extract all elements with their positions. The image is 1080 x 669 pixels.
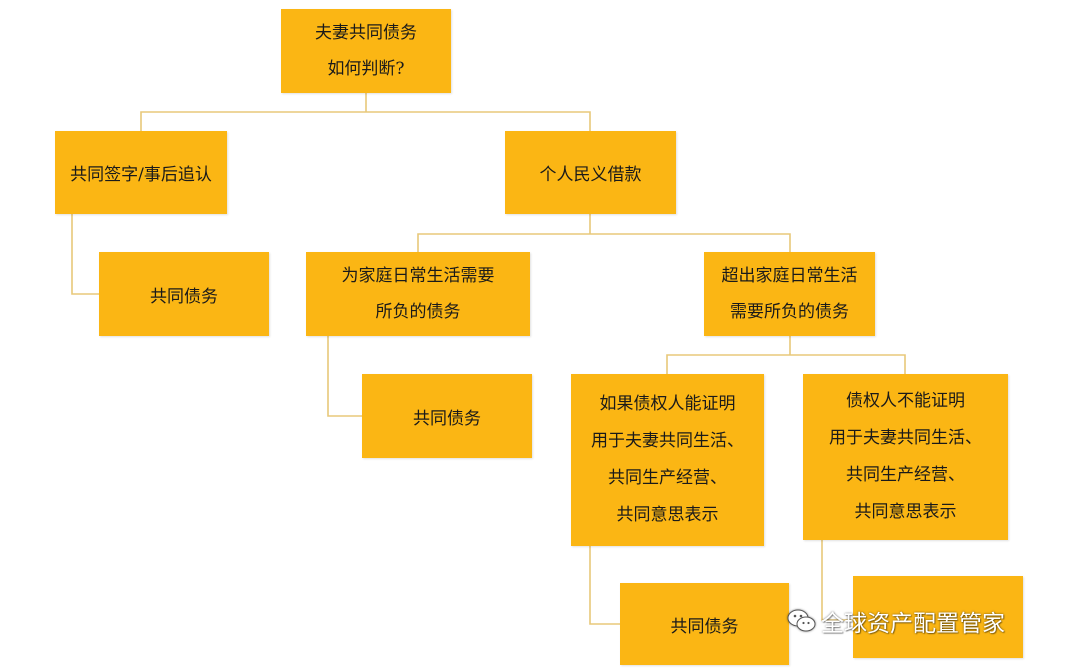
node-daily-needs-line-2: 所负的债务 — [375, 302, 461, 322]
node-joint-debt-3-label: 共同债务 — [670, 616, 739, 637]
node-creditor-can-prove-line-4: 共同意思表示 — [616, 505, 719, 525]
node-creditor-can-prove-line-3: 共同生产经营、 — [608, 468, 727, 488]
connector-loan-level2 — [417, 233, 791, 252]
node-creditor-can-prove-line-2: 用于夫妻共同生活、 — [591, 431, 744, 451]
node-creditor-cannot-prove-line-3: 共同生产经营、 — [846, 465, 965, 485]
node-root-line-2: 如何判断? — [327, 59, 405, 79]
node-joint-debt-1: 共同债务 — [99, 252, 269, 336]
connector-prove-to-debt — [589, 546, 620, 625]
node-creditor-can-prove-line-1: 如果债权人能证明 — [599, 394, 736, 414]
node-daily-needs-line-1: 为家庭日常生活需要 — [341, 266, 495, 286]
node-creditor-cannot-prove-line-2: 用于夫妻共同生活、 — [829, 428, 982, 448]
node-joint-signature: 共同签字/事后追认 — [55, 131, 227, 214]
node-joint-debt-2: 共同债务 — [362, 374, 532, 458]
node-joint-signature-label: 共同签字/事后追认 — [70, 165, 212, 185]
watermark-text: 全球资产配置管家 — [821, 611, 1005, 637]
node-creditor-cannot-prove-line-4: 共同意思表示 — [854, 502, 957, 522]
node-creditor-cannot-prove: 债权人不能证明 用于夫妻共同生活、 共同生产经营、 共同意思表示 — [803, 374, 1008, 540]
node-joint-debt-3: 共同债务 — [620, 583, 789, 665]
node-result-hidden — [853, 576, 1023, 658]
connector-beyond-level3 — [666, 354, 906, 374]
node-beyond-daily: 超出家庭日常生活 需要所负的债务 — [704, 252, 875, 336]
connector-daily-to-debt — [327, 336, 362, 417]
node-personal-loan: 个人民义借款 — [505, 131, 676, 214]
node-root-line-1: 夫妻共同债务 — [315, 23, 417, 43]
node-beyond-daily-line-2: 需要所负的债务 — [730, 302, 849, 322]
node-joint-debt-2-label: 共同债务 — [413, 408, 481, 429]
wechat-icon — [787, 609, 816, 632]
node-daily-needs: 为家庭日常生活需要 所负的债务 — [306, 252, 530, 336]
node-joint-debt-1-label: 共同债务 — [150, 286, 218, 307]
node-creditor-can-prove: 如果债权人能证明 用于夫妻共同生活、 共同生产经营、 共同意思表示 — [571, 374, 764, 546]
watermark: 全球资产配置管家 — [787, 604, 1005, 638]
node-creditor-cannot-prove-line-1: 债权人不能证明 — [846, 391, 965, 411]
connector-root-level1 — [140, 111, 591, 131]
node-personal-loan-label: 个人民义借款 — [539, 165, 642, 185]
node-root: 夫妻共同债务 如何判断? — [281, 9, 451, 93]
node-beyond-daily-line-1: 超出家庭日常生活 — [721, 266, 858, 286]
connector-noprove-to-result — [821, 540, 853, 621]
connector-signature-to-debt — [71, 214, 99, 295]
